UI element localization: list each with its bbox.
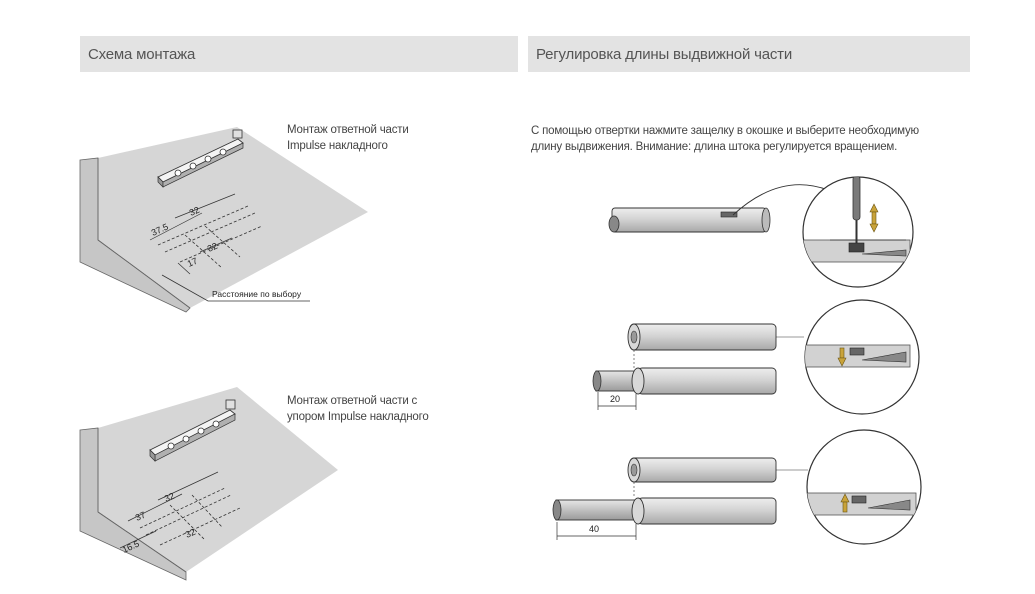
adjust-step-3: 40 (552, 429, 922, 545)
instruction-line2: длину выдвижения. Внимание: длина штока … (531, 141, 898, 153)
length-adjustment-title: Регулировка длины выдвижной части (536, 45, 792, 63)
instruction-line1: С помощью отвертки нажмите защелку в око… (531, 125, 919, 137)
zoom-circle-3 (806, 429, 922, 545)
adjust-step-1 (608, 176, 914, 288)
zoom-circle-1 (802, 176, 914, 288)
up-arrow (840, 493, 850, 513)
cabinet-surface (98, 127, 368, 308)
adjust-step-2: 20 (592, 299, 920, 415)
length-adjustment-header: Регулировка длины выдвижной части (528, 36, 970, 72)
dim-32-top: 32 (188, 205, 201, 218)
dimension-guides-2 (139, 487, 241, 546)
dim-37: 37 (134, 510, 147, 523)
dim-32-bottom-2: 32 (184, 527, 197, 540)
extension-20: 20 (610, 394, 620, 404)
mounting-plate-stop (149, 399, 236, 462)
push-arrow-updown (869, 203, 879, 233)
dimension-guides (157, 205, 263, 269)
dim-32-top-2: 32 (163, 491, 176, 504)
diagram2-caption-line1: Монтаж ответной части с (287, 395, 418, 407)
dim-17: 17 (186, 256, 199, 269)
diagram2-drawing: 37 32 32 16.5 (79, 387, 338, 581)
diagram2-caption: Монтаж ответной части с упором Impulse н… (287, 393, 429, 425)
distance-note: Расстояние по выбору (212, 289, 302, 299)
diagram1-caption-line2: Impulse накладного (287, 140, 388, 152)
dim-32-bottom: 32 (206, 241, 219, 254)
diagram2-caption-line2: упором Impulse накладного (287, 411, 429, 423)
mounting-scheme-header: Схема монтажа (80, 36, 518, 72)
zoom-circle-2 (804, 299, 920, 415)
diagram1-drawing: 37.5 32 17 32 Расстояние по выбору (79, 127, 368, 313)
mounting-scheme-title: Схема монтажа (88, 45, 196, 63)
diagram1-caption: Монтаж ответной части Impulse накладного (287, 122, 409, 154)
cabinet-surface-2 (98, 387, 338, 572)
mounting-plate (157, 129, 244, 188)
diagram1-caption-line1: Монтаж ответной части (287, 124, 409, 136)
adjustment-instruction: С помощью отвертки нажмите защелку в око… (531, 123, 919, 155)
down-arrow (837, 347, 847, 367)
extension-40: 40 (589, 524, 599, 534)
